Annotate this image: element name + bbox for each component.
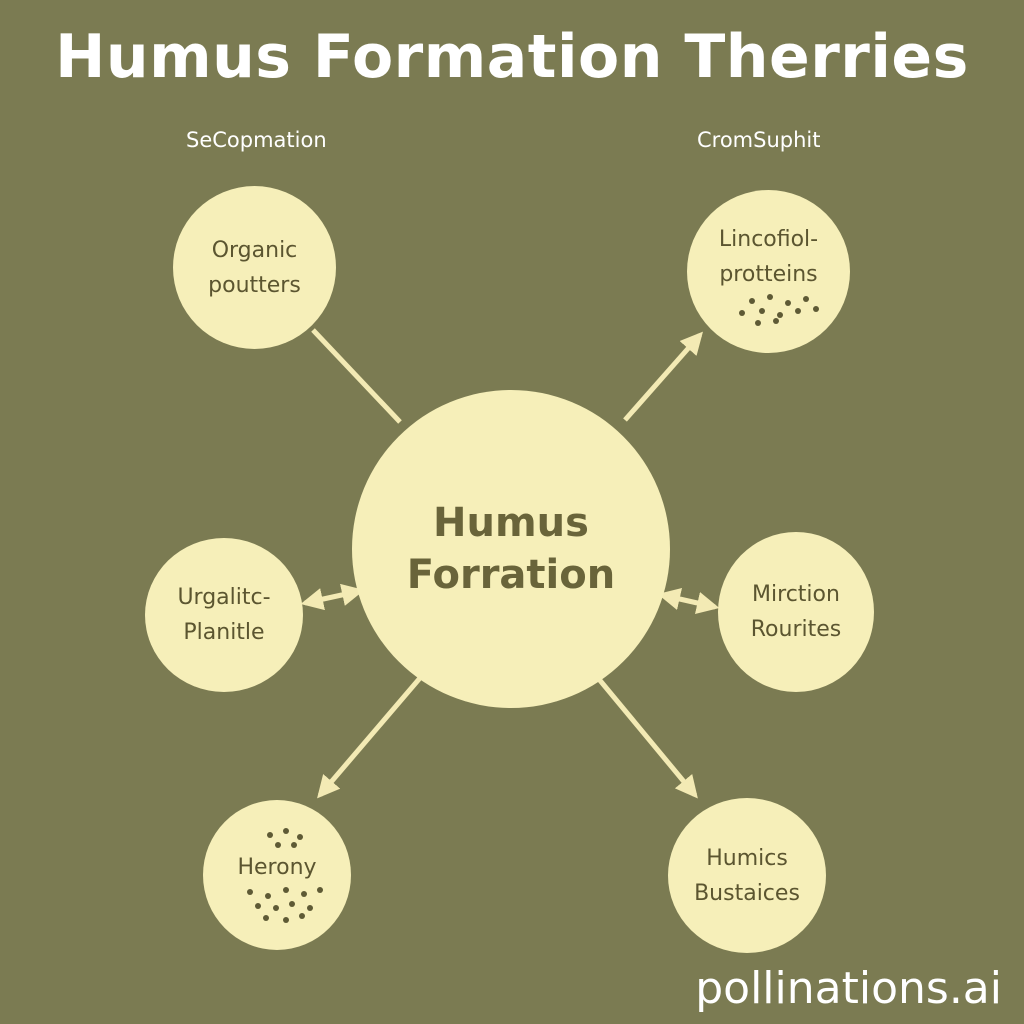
node-top-left-line2: poutters	[208, 272, 301, 298]
node-bottom-right-line2: Bustaices	[694, 880, 800, 906]
connector-top-left	[311, 328, 402, 424]
node-mid-right-line1: Mirction	[752, 582, 840, 607]
watermark: pollinations.ai	[695, 963, 1002, 1014]
arrow-bottom-left	[317, 676, 422, 799]
diagram-title: Humus Formation Therries	[55, 22, 969, 92]
arrow-mid-left	[300, 583, 365, 611]
arrow-bottom-right	[596, 676, 698, 799]
node-bottom-right-line1: Humics	[706, 845, 788, 871]
left-column-label: SeCopmation	[186, 128, 327, 152]
particle-dots-icon	[227, 826, 327, 850]
arrow-top-right	[623, 331, 703, 422]
node-mid-left: Urgalitc- Planitle	[145, 538, 303, 692]
node-top-left-line1: Organic	[211, 237, 298, 263]
center-node-line2: Forration	[406, 552, 616, 598]
node-bottom-left-line1: Herony	[237, 854, 317, 880]
particle-dots-icon	[719, 292, 819, 328]
particle-dots-icon	[227, 885, 327, 925]
node-top-right-line1: Lincofiol-	[718, 226, 819, 252]
node-mid-left-line2: Planitle	[183, 620, 265, 645]
node-bottom-left: Herony	[203, 800, 351, 950]
arrow-mid-right	[657, 588, 720, 614]
node-bottom-right: Humics Bustaices	[668, 798, 826, 953]
node-top-right: Lincofiol- protteins	[687, 190, 850, 353]
node-mid-right: Mirction Rourites	[718, 532, 874, 692]
center-node-line1: Humus	[433, 500, 589, 546]
node-mid-left-line1: Urgalitc-	[177, 585, 271, 610]
node-mid-right-line2: Rourites	[750, 617, 842, 642]
right-column-label: CromSuphit	[697, 128, 821, 152]
node-top-left: Organic poutters	[173, 186, 336, 349]
center-node-humus-formation: Humus Forration	[352, 390, 670, 708]
node-top-right-line2: protteins	[719, 261, 818, 287]
